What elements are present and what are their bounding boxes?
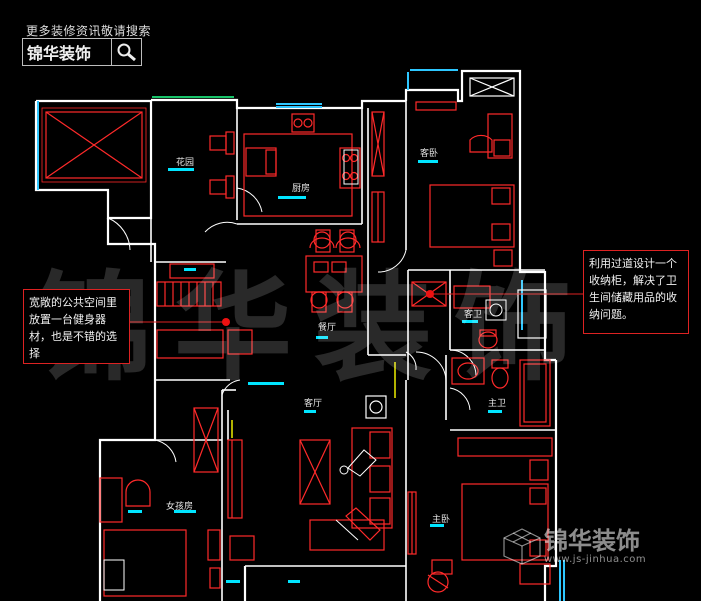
room-label-kitchen: 厨房: [292, 184, 311, 194]
room-label-daughter-room: 女孩房: [166, 502, 194, 512]
search-tagline: 更多装修资讯敬请搜索: [26, 24, 152, 38]
corner-watermark-url: www.js-jinhua.com: [544, 553, 647, 565]
windows: [37, 69, 565, 601]
magnifier-icon[interactable]: [112, 39, 141, 65]
corner-watermark-text: 锦华装饰: [544, 525, 640, 555]
note-left: 宽敞的公共空间里放置一台健身器材，也是不错的选择: [23, 289, 130, 364]
room-label-master-bedroom: 主卧: [432, 515, 451, 525]
brand-logo-text: 锦华装饰: [27, 44, 92, 63]
brand-search-box: 锦华装饰: [22, 38, 142, 66]
room-label-garden: 花园: [176, 158, 195, 168]
logo-divider: [111, 39, 112, 65]
corner-watermark: 锦华装饰 www.js-jinhua.com: [500, 526, 646, 566]
room-label-guest-bedroom: 客卧: [420, 149, 439, 159]
cube-logo-icon: [503, 528, 541, 565]
room-label-master-bath: 主卫: [488, 399, 507, 409]
room-label-guest-bath: 客卫: [464, 310, 483, 320]
note-right: 利用过道设计一个收纳柜，解决了卫生间储藏用品的收纳问题。: [583, 250, 689, 334]
room-label-living: 客厅: [304, 399, 323, 409]
furniture: [41, 77, 553, 597]
inner-walls: [150, 100, 556, 601]
room-tags: [128, 160, 502, 583]
fixtures: [103, 149, 507, 591]
exercise-equipment: [335, 449, 377, 541]
room-label-dining: 餐厅: [318, 323, 337, 333]
note-leaders: [130, 290, 583, 326]
